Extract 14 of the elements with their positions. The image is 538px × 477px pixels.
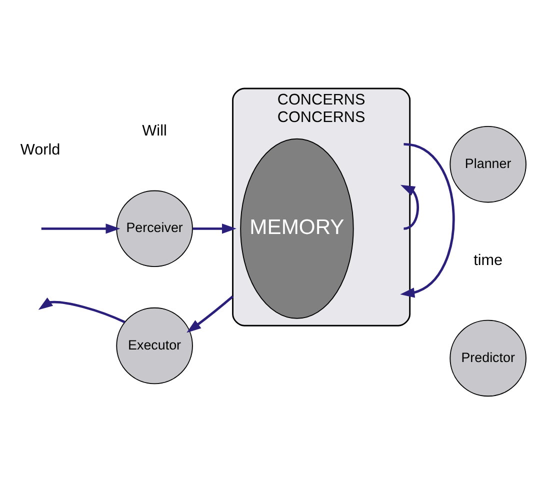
arrow [400, 184, 419, 230]
node-circle: Executor [116, 307, 193, 384]
arrow [41, 224, 120, 234]
label: time [474, 252, 503, 269]
label: World [20, 142, 60, 159]
node-ellipse: MEMORY [240, 138, 354, 319]
arrow [400, 143, 455, 298]
node-circle: Perceiver [116, 190, 193, 268]
arrow [186, 296, 234, 333]
node-circle: Planner [450, 126, 526, 203]
arrow [192, 224, 236, 234]
node-circle: Predictor [450, 320, 526, 397]
label: Will [142, 122, 167, 140]
arrow [38, 298, 126, 324]
